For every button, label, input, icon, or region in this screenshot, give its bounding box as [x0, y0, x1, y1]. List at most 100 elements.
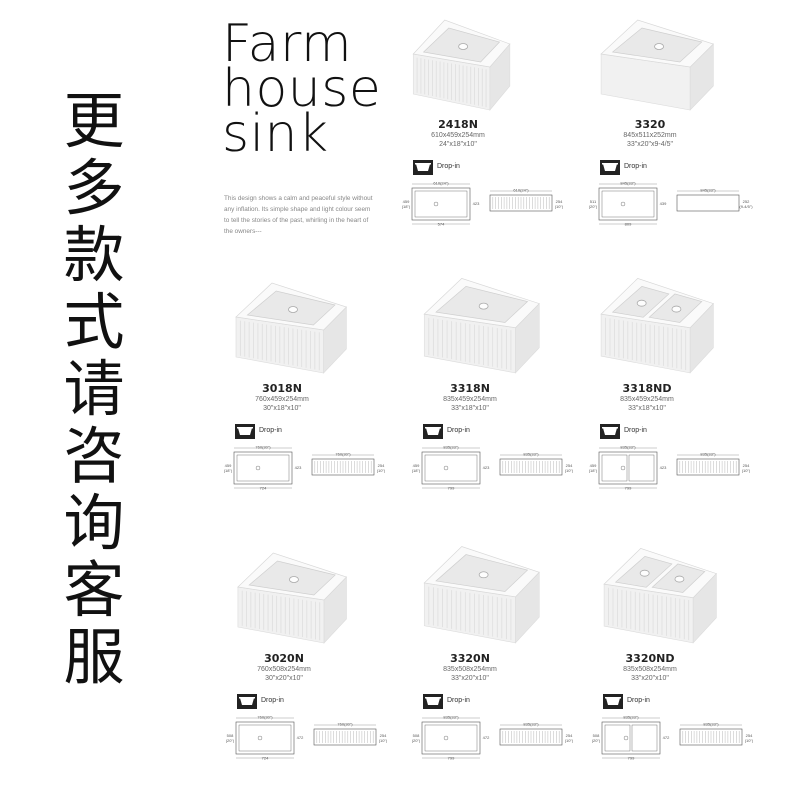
- dimensions-mm: 835x459x254mm: [620, 396, 674, 403]
- elevation-width-dimension: 845(33"): [700, 188, 716, 193]
- plan-bottom-dimension: 809: [625, 222, 632, 227]
- plan-height-dimension-inches: (18"): [224, 468, 233, 473]
- side-banner: 更多款式请咨询客服: [60, 88, 128, 691]
- dimensions-mm: 835x508x254mm: [623, 666, 677, 673]
- banner-char: 多: [63, 153, 125, 224]
- elevation-height-dimension: 254: [380, 733, 387, 738]
- dimensions-inches: 24"x18"x10": [439, 141, 477, 148]
- install-type-label: Drop-in: [447, 427, 470, 434]
- plan-top-dimension: 835(33"): [443, 445, 459, 450]
- elevation-height-dimension-inches: (10"): [377, 468, 386, 473]
- dimensions-mm: 845x511x252mm: [623, 132, 677, 139]
- plan-bottom-dimension: 799: [448, 756, 455, 761]
- plan-inner-dimension: 423: [660, 465, 667, 470]
- sink-photo: [600, 278, 714, 374]
- side-elevation-drawing: 835(33")254(10"): [499, 452, 574, 476]
- sink-photo: [237, 552, 348, 644]
- plan-height-dimension: 459: [225, 463, 232, 468]
- drain: [288, 306, 298, 313]
- plan-bottom-dimension: 724: [260, 486, 267, 491]
- dimensions-mm: 835x459x254mm: [443, 396, 497, 403]
- install-type-label: Drop-in: [261, 697, 284, 704]
- sink-photo: [235, 282, 348, 374]
- dimensions-inches: 33"x20"x10": [631, 675, 669, 682]
- install-type-label: Drop-in: [624, 427, 647, 434]
- plan-height-dimension-inches: (18"): [412, 468, 421, 473]
- side-elevation-drawing: 845(33")252(9-4/5"): [676, 188, 753, 212]
- elevation-height-dimension: 254: [556, 199, 563, 204]
- drain: [458, 43, 469, 50]
- page-title: Farm house sink: [222, 14, 382, 160]
- dimensions-inches: 33"x18"x10": [628, 405, 666, 412]
- elevation-height-dimension-inches: (10"): [555, 204, 564, 209]
- drop-in-icon: [237, 694, 257, 709]
- elevation-width-dimension: 835(33"): [523, 722, 539, 727]
- plan-height-dimension: 508: [227, 733, 234, 738]
- plan-inner-dimension: 439: [660, 201, 667, 206]
- dimensions-inches: 30"x20"x10": [265, 675, 303, 682]
- install-type-label: Drop-in: [437, 163, 460, 170]
- plan-inner-dimension: 472: [483, 735, 490, 740]
- dimensions-inches: 30"x18"x10": [263, 405, 301, 412]
- model-number: 2418N: [438, 118, 478, 131]
- dimensions-inches: 33"x20"x9-4/5": [627, 141, 673, 148]
- plan-top-dimension: 835(33"): [620, 445, 636, 450]
- dimensions-inches: 33"x18"x10": [451, 405, 489, 412]
- plan-height-dimension: 508: [413, 733, 420, 738]
- plan-inner-dimension: 423: [295, 465, 302, 470]
- plan-top-dimension: 845(33"): [620, 181, 636, 186]
- tagline: This design shows a calm and peaceful st…: [224, 195, 373, 235]
- plan-top-dimension: 760(30"): [255, 445, 271, 450]
- model-number: 3018N: [262, 382, 302, 395]
- plan-height-dimension-inches: (20"): [592, 738, 601, 743]
- elevation-width-dimension: 835(33"): [700, 452, 716, 457]
- install-type-label: Drop-in: [627, 697, 650, 704]
- model-number: 3320ND: [625, 652, 675, 665]
- banner-char: 询: [63, 488, 125, 559]
- dimensions-mm: 835x508x254mm: [443, 666, 497, 673]
- banner-char: 更: [63, 86, 125, 157]
- plan-top-dimension: 760(30"): [257, 715, 273, 720]
- plan-height-dimension-inches: (18"): [589, 468, 598, 473]
- model-number: 3318ND: [622, 382, 672, 395]
- elevation-height-dimension-inches: (10"): [565, 468, 574, 473]
- elevation-height-dimension-inches: (10"): [565, 738, 574, 743]
- side-elevation-drawing: 760(30")254(10"): [313, 722, 388, 746]
- elevation-height-dimension-inches: (9-4/5"): [739, 204, 753, 209]
- title-line-1: Farm: [222, 14, 353, 74]
- plan-height-dimension-inches: (18"): [402, 204, 411, 209]
- drop-in-icon: [600, 424, 620, 439]
- plan-height-dimension-inches: (20"): [589, 204, 598, 209]
- banner-char: 咨: [63, 421, 125, 492]
- banner-char: 款: [63, 220, 125, 291]
- install-type-label: Drop-in: [259, 427, 282, 434]
- elevation-height-dimension: 254: [566, 733, 573, 738]
- drain: [478, 302, 489, 310]
- side-elevation-drawing: 835(33")254(10"): [679, 722, 754, 746]
- plan-top-dimension: 835(33"): [443, 715, 459, 720]
- elevation-height-dimension-inches: (10"): [745, 738, 754, 743]
- plan-drawing: 760(30") 724 459(18") 423: [224, 445, 302, 491]
- drop-in-icon: [600, 160, 620, 175]
- elevation-width-dimension: 610(24"): [513, 188, 529, 193]
- elevation-height-dimension: 254: [378, 463, 385, 468]
- title-line-2: house: [222, 59, 382, 119]
- install-type-label: Drop-in: [624, 163, 647, 170]
- side-elevation-drawing: 835(33") 254(10"): [499, 722, 574, 746]
- dimensions-mm: 760x459x254mm: [255, 396, 309, 403]
- sink-photo: [423, 546, 540, 644]
- elevation-height-dimension: 254: [566, 463, 573, 468]
- plan-top-dimension: 835(33"): [623, 715, 639, 720]
- elevation-height-dimension-inches: (10"): [379, 738, 388, 743]
